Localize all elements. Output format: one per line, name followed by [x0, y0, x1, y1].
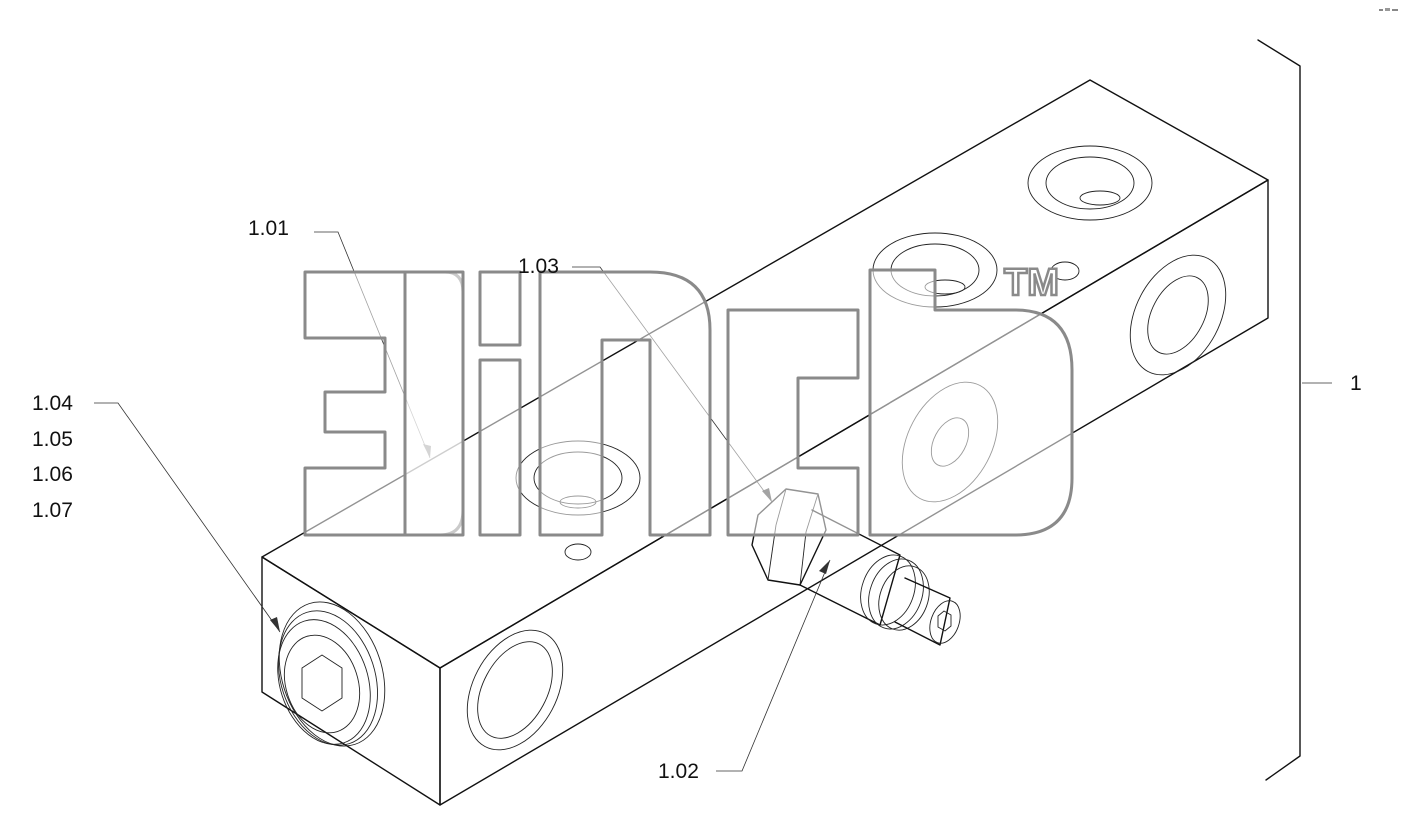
watermark-logo	[303, 268, 1074, 537]
end-plug	[277, 601, 386, 747]
callout-1-06: 1.06	[32, 463, 73, 486]
callout-1-01: 1.01	[248, 217, 289, 240]
leader-lines	[94, 231, 1332, 772]
callout-assembly-1: 1	[1350, 372, 1362, 395]
watermark-trademark: TM	[1003, 262, 1060, 304]
callout-1-02: 1.02	[658, 760, 699, 783]
callout-1-03: 1.03	[518, 255, 559, 278]
arrowhead-104	[270, 617, 280, 632]
assembly-bracket	[1257, 39, 1301, 781]
arrowhead-102	[819, 560, 830, 574]
callout-1-07: 1.07	[32, 499, 73, 522]
callout-1-05: 1.05	[32, 428, 73, 451]
corner-stamp-icon	[1379, 8, 1398, 11]
callout-1-04: 1.04	[32, 392, 73, 415]
